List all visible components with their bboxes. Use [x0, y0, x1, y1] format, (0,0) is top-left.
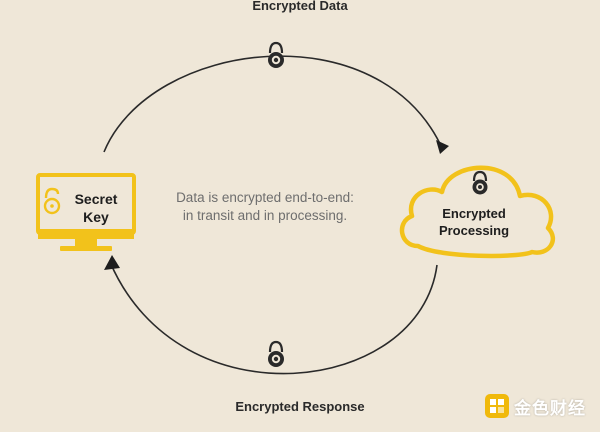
description-line-1: Data is encrypted end-to-end:: [176, 190, 354, 205]
bottom-flow-arc: [109, 261, 438, 375]
golden-finance-logo-icon: [485, 394, 509, 418]
top-flow-arc: [103, 55, 444, 153]
encrypted-data-label: Encrypted Data: [252, 0, 348, 13]
monitor-icon: [36, 173, 136, 251]
top-arrow-head: [436, 140, 449, 154]
watermark-text: 金色财经: [514, 398, 586, 418]
unlocked-padlock-icon: [43, 187, 61, 215]
secret-key-label: Secret Key: [64, 190, 128, 226]
encrypted-processing-line-2: Processing: [438, 223, 510, 238]
bottom-arrow-head: [104, 255, 120, 270]
description-line-2: in transit and in processing.: [182, 208, 348, 223]
locked-padlock-icon: [268, 41, 284, 68]
encrypted-processing-line-1: Encrypted: [442, 206, 506, 221]
locked-padlock-icon: [472, 170, 488, 195]
cloud-icon: [399, 165, 556, 259]
encrypted-response-label: Encrypted Response: [235, 399, 365, 414]
secret-key-line-1: Secret: [74, 191, 118, 207]
watermark: 金色财经: [484, 392, 586, 420]
locked-padlock-icon: [268, 340, 284, 367]
secret-key-line-2: Key: [83, 209, 109, 225]
description-text: Data is encrypted end-to-end: in transit…: [150, 189, 380, 225]
encrypted-processing-label: Encrypted Processing: [413, 205, 535, 239]
